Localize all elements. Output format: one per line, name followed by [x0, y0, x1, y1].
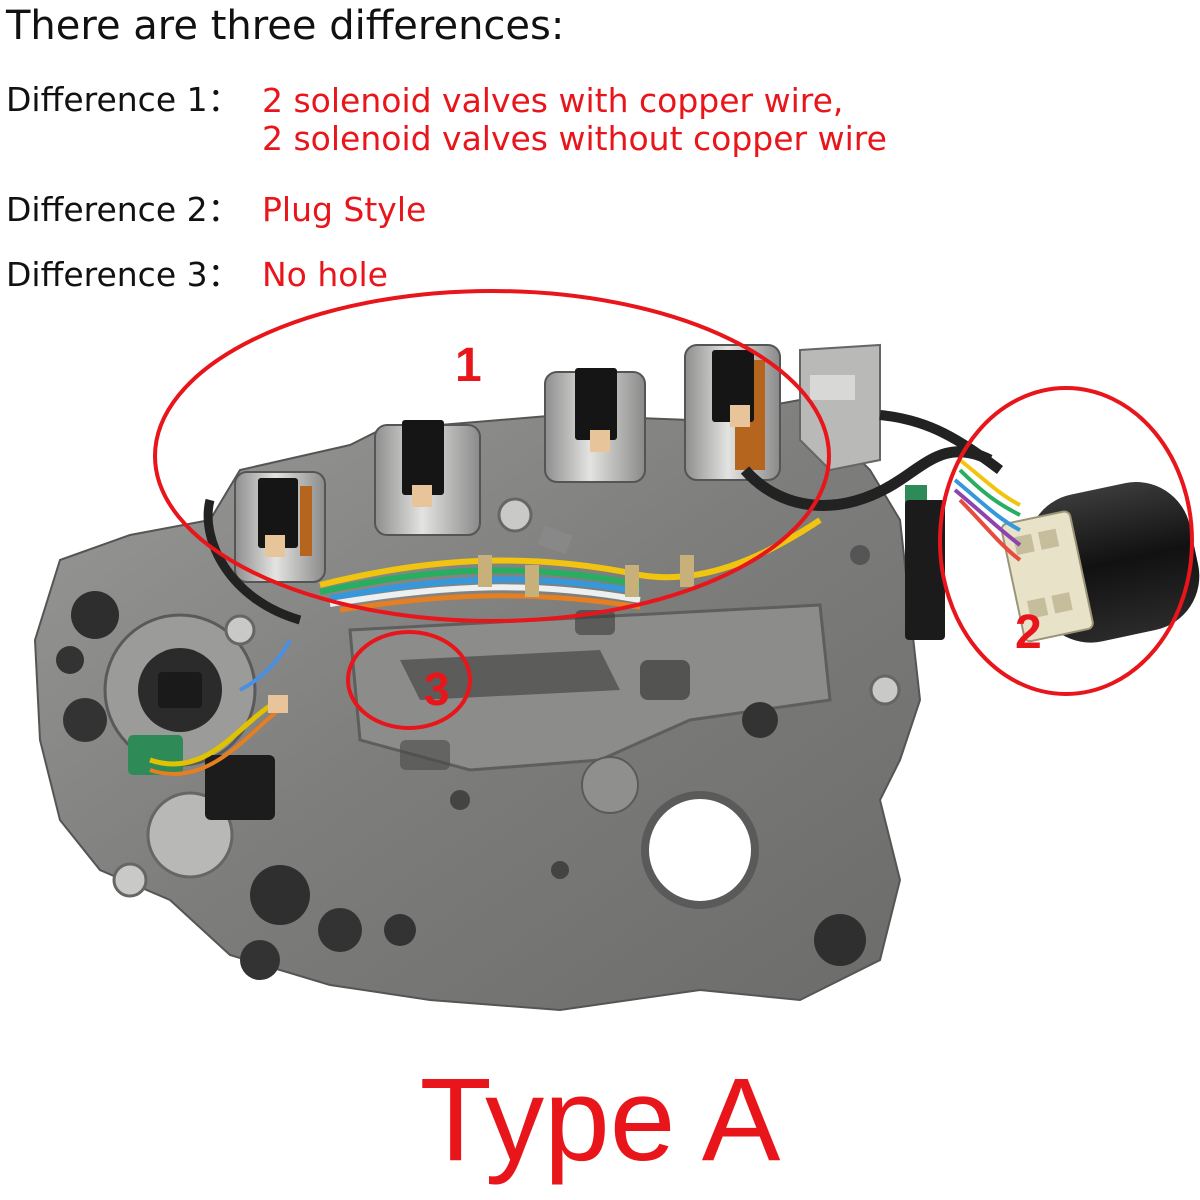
marker-2: 2: [1015, 606, 1042, 659]
difference-3-detail: No hole: [262, 255, 388, 294]
difference-1-label: Difference 1：: [6, 80, 241, 119]
marker-1: 1: [455, 339, 482, 392]
difference-1-detail-line-1: 2 solenoid valves with copper wire,: [262, 81, 844, 120]
difference-2-label: Difference 2：: [6, 190, 241, 229]
highlight-ellipse-3: [346, 630, 472, 730]
heading: There are three differences:: [6, 3, 565, 49]
marker-3: 3: [424, 663, 450, 715]
highlight-ellipse-2: [938, 386, 1194, 696]
difference-3-label: Difference 3：: [6, 255, 241, 294]
highlight-ellipse-1: [153, 289, 831, 623]
plug-connector: [1000, 482, 1200, 643]
difference-1-detail-line-2: 2 solenoid valves without copper wire: [262, 119, 887, 158]
difference-2-detail: Plug Style: [262, 190, 427, 229]
type-title: Type A: [419, 1054, 781, 1186]
